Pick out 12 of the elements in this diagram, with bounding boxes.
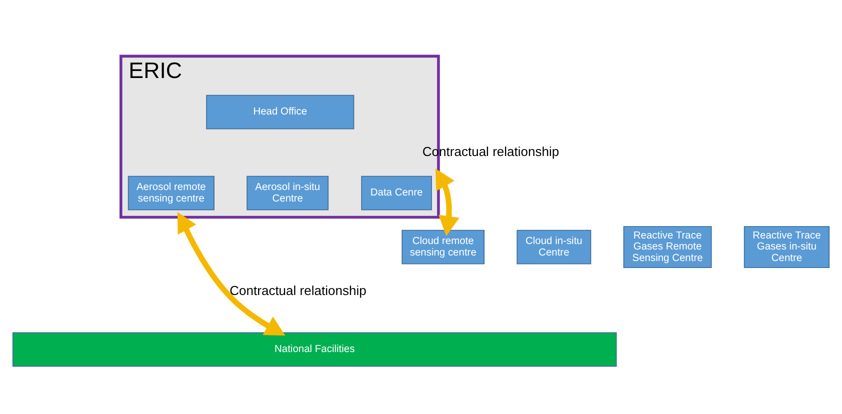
node-box: Reactive Trace Gases Remote Sensing Centre — [623, 226, 712, 268]
arrow — [177, 212, 286, 336]
node-box: Data Cenre — [361, 175, 432, 210]
node-box: National Facilities — [12, 332, 617, 366]
arrow — [436, 168, 460, 236]
node-box: Aerosol remote sensing centre — [128, 175, 214, 210]
node-box: Cloud remote sensing centre — [402, 229, 485, 264]
node-box: Cloud in-situ Centre — [516, 229, 592, 264]
node-box: Reactive Trace Gases in-situ Centre — [744, 226, 830, 268]
edge-label: Contractual relationship — [230, 282, 366, 298]
node-box: Head Office — [206, 94, 354, 129]
node-box: Aerosol in-situ Centre — [246, 175, 329, 210]
